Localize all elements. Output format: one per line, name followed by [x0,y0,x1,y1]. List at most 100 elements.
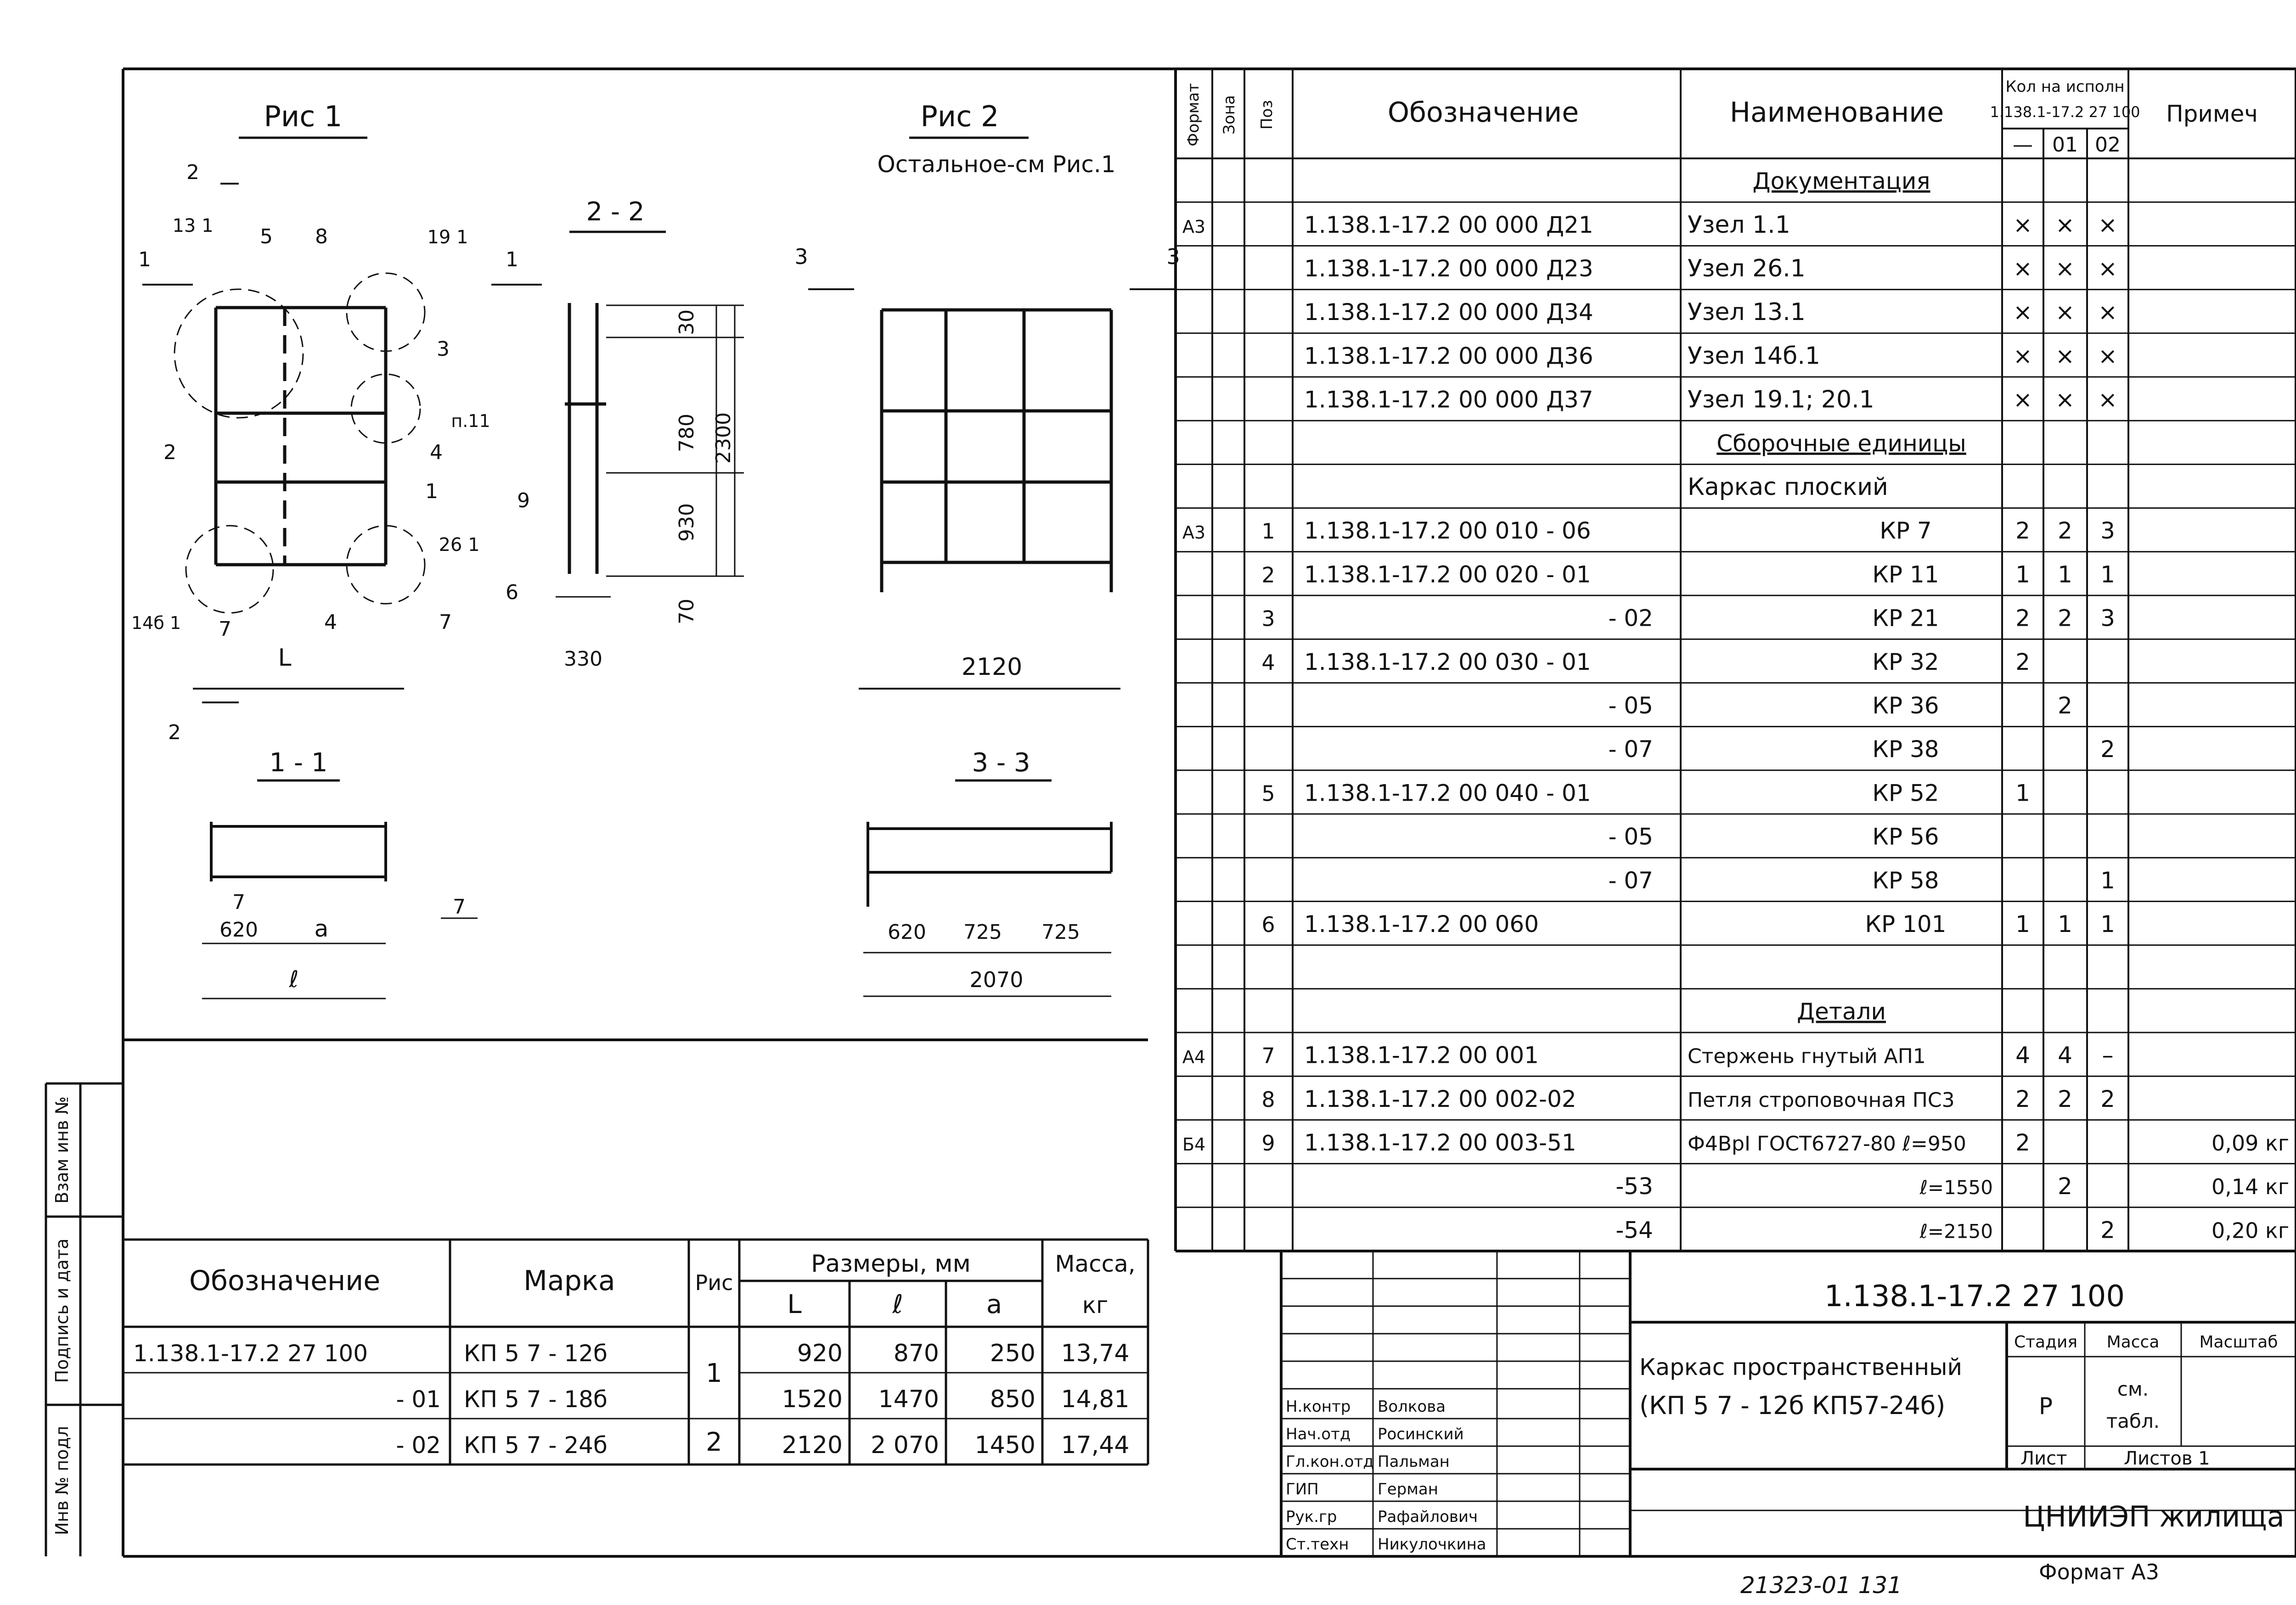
spec-note-cell: 0,09 кг [2212,1131,2289,1156]
marks-l-cell: 2 070 [871,1431,939,1459]
spec-name-cell: Узел 14б.1 [1688,342,1820,370]
section-3-3: 3 - 3 620 725 725 2070 [863,748,1113,997]
spec-designation-cell: - 05 [1608,692,1653,719]
sec33-title: 3 - 3 [972,748,1030,778]
spec-qty-cell: × [2098,299,2117,325]
spec-pos-cell: 5 [1261,781,1275,806]
marks-header-mark: Марка [523,1265,615,1297]
fig1-mark-14b-1: 14б 1 [131,613,181,633]
spec-qty-cell: 4 [2058,1042,2072,1069]
spec-qty-cell: 2 [2058,1173,2072,1200]
spec-name-cell: КР 32 [1872,649,1939,675]
marks-header-fig: Рис [695,1270,733,1295]
sec22-dim-30: 30 [675,309,698,335]
stamp-code: 1.138.1-17.2 27 100 [1824,1280,2125,1313]
title-block: 1.138.1-17.2 27 100 Каркас пространствен… [1280,1251,2296,1556]
spec-name-cell: ℓ=2150 [1919,1220,1993,1242]
spec-qty-cell: × [2013,255,2032,282]
fig2-title: Рис 2 [921,100,999,133]
fig2-mark-3-left: 3 [794,244,808,269]
fig1-mark-7-right: 7 [439,611,452,634]
marks-a-cell: 1450 [975,1431,1035,1459]
spec-header-qty: Кол на исполн [2005,78,2124,96]
stamp-name-cell: Никулочкина [1378,1535,1486,1554]
spec-note-cell: 0,20 кг [2212,1218,2289,1243]
stamp-role-cell: Гл.кон.отд [1286,1453,1374,1471]
sidebar-sign-label: Подпись и дата [52,1239,72,1383]
spec-qty-cell: 2 [2015,1129,2030,1156]
footer-format: Формат А3 [2039,1560,2159,1584]
marks-sub-L: L [787,1290,801,1319]
spec-qty-cell: × [2098,342,2117,369]
spec-pos-cell: 6 [1261,912,1275,937]
stamp-title-1: Каркас пространственный [1639,1354,1962,1381]
stamp-sheets-label: Листов 1 [2124,1448,2210,1469]
marks-header-designation: Обозначение [189,1265,380,1297]
sec22-dim-780: 780 [675,414,698,452]
spec-designation-cell: 1.138.1-17.2 00 020 - 01 [1304,561,1591,588]
spec-designation-cell: - 07 [1608,867,1653,894]
spec-format-cell: А4 [1182,1047,1205,1067]
marks-header-mass: Масса, [1055,1251,1135,1277]
spec-designation-cell: 1.138.1-17.2 00 060 [1304,911,1539,937]
spec-header-designation: Обозначение [1388,96,1579,129]
spec-header-note: Примеч [2166,101,2258,127]
spec-exec-01: 01 [2052,133,2078,157]
spec-pos-cell: 2 [1261,562,1275,587]
spec-pos-cell: 8 [1261,1087,1275,1112]
left-sidebar: Инв № подл Подпись и дата Взам инв № [45,1082,123,1556]
spec-name-cell: Узел 13.1 [1688,298,1806,326]
spec-qty-cell: 1 [2100,867,2115,894]
spec-section-title: Детали [1797,998,1886,1025]
spec-exec-base: — [2013,133,2033,157]
spec-name-cell: КР 36 [1872,692,1939,719]
spec-qty-cell: 4 [2015,1042,2030,1069]
sec33-dim-620: 620 [888,920,926,944]
marks-designation-cell: - 01 [396,1386,441,1413]
marks-table: Обозначение Марка Рис Размеры, мм Масса,… [123,1238,1149,1466]
spec-designation-cell: 1.138.1-17.2 00 000 Д23 [1304,255,1593,282]
spec-designation-cell: 1.138.1-17.2 00 003-51 [1304,1129,1576,1156]
fig1-mark-5: 5 [260,225,273,248]
marks-l-cell: 1470 [878,1386,939,1413]
spec-name-cell: КР 56 [1872,824,1939,850]
stamp-h-mass: Масса [2107,1333,2160,1352]
spec-qty-cell: 1 [2100,561,2115,588]
stamp-stage: Р [2039,1393,2053,1420]
marks-designation-cell: 1.138.1-17.2 27 100 [133,1340,368,1367]
marks-mass-cell: 17,44 [1061,1431,1130,1459]
spec-qty-cell: 1 [2015,780,2030,806]
fig1-mark-2-top: 2 [186,161,199,184]
spec-name-cell: КР 58 [1872,867,1939,894]
spec-pos-cell: 1 [1261,519,1275,544]
stamp-mass-1: см. [2117,1378,2149,1400]
fig1-dim-L: L [278,644,292,672]
marks-sub-l: ℓ [892,1290,903,1319]
sec33-dim-725-b: 725 [1041,920,1080,944]
spec-name-cell: КР 38 [1872,736,1939,763]
fig2-mark-3-right: 3 [1166,244,1180,269]
marks-a-cell: 850 [990,1386,1035,1413]
spec-designation-cell: 1.138.1-17.2 00 010 - 06 [1304,517,1591,544]
marks-fig-2: 2 [706,1427,722,1457]
spec-header-pos: Поз [1258,100,1276,129]
spec-header-name: Наименование [1730,96,1944,129]
spec-designation-cell: 1.138.1-17.2 00 002-02 [1304,1086,1576,1112]
sec22-dim-2300: 2300 [712,412,735,464]
spec-qty-cell: 1 [2058,561,2072,588]
fig1-mark-3: 3 [437,337,450,361]
spec-designation-cell: - 05 [1608,824,1653,850]
marks-mark-cell: КП 5 7 - 12б [464,1340,608,1367]
spec-qty-cell: 2 [2058,605,2072,632]
figure-2: Рис 2 Остальное-см Рис.1 3 3 2120 [794,100,1180,690]
fig1-mark-1-right: 1 [506,248,518,271]
section-2-2: 2 - 2 30 780 2300 930 70 330 [556,197,744,671]
spec-qty-cell: × [2055,299,2075,325]
marks-L-cell: 920 [797,1340,843,1367]
spec-designation-cell: 1.138.1-17.2 00 000 Д37 [1304,387,1593,413]
spec-qty-cell: 2 [2058,1086,2072,1112]
spec-designation-cell: - 02 [1608,605,1653,632]
